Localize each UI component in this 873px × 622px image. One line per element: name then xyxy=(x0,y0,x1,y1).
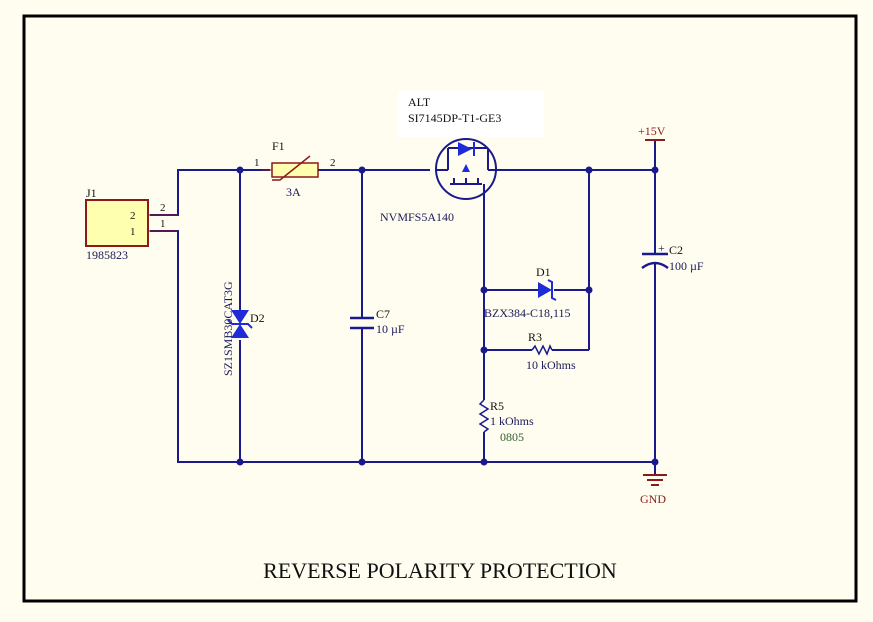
r5-value: 1 kOhms xyxy=(490,414,534,428)
c7-value: 10 µF xyxy=(376,322,405,336)
d1-designator: D1 xyxy=(536,265,551,279)
connector-j1: J1 1985823 2 1 2 1 xyxy=(85,186,178,262)
f1-pin2: 2 xyxy=(330,157,336,169)
capacitor-c2: + C2 100 µF xyxy=(641,241,704,273)
resistor-r3: R3 10 kOhms xyxy=(526,330,576,372)
j1-value: 1985823 xyxy=(86,248,128,262)
j1-pin1-inner: 1 xyxy=(130,226,136,238)
q1-value: NVMFS5A140 xyxy=(380,210,454,224)
j1-pin1-outer: 1 xyxy=(160,218,166,230)
r5-package: 0805 xyxy=(500,430,524,444)
j1-designator: J1 xyxy=(86,186,97,200)
r3-designator: R3 xyxy=(528,330,542,344)
capacitor-c7: C7 10 µF xyxy=(350,307,405,336)
d2-designator: D2 xyxy=(250,311,265,325)
zener-diode-d1: D1 BZX384-C18,115 xyxy=(484,265,571,320)
r3-value: 10 kOhms xyxy=(526,358,576,372)
resistor-r5: R5 1 kOhms 0805 xyxy=(478,399,534,444)
gnd-label: GND xyxy=(640,492,666,506)
j1-pin2-inner: 2 xyxy=(130,210,136,222)
q1-part: SI7145DP-T1-GE3 xyxy=(408,111,501,125)
r5-designator: R5 xyxy=(490,399,504,413)
d2-value: SZ1SMB30CAT3G xyxy=(221,281,235,376)
vplus-label: +15V xyxy=(638,124,666,138)
power-vplus: +15V xyxy=(638,124,666,141)
ground-symbol: GND xyxy=(640,474,667,506)
f1-designator: F1 xyxy=(272,139,285,153)
fuse-f1: F1 3A 1 2 xyxy=(254,139,336,199)
c2-value: 100 µF xyxy=(669,259,704,273)
junctions xyxy=(236,166,659,466)
d1-value: BZX384-C18,115 xyxy=(484,306,571,320)
q1-designator: ALT xyxy=(408,95,431,109)
f1-value: 3A xyxy=(286,185,301,199)
tvs-diode-d2: D2 SZ1SMB30CAT3G xyxy=(221,281,265,376)
mosfet-q1: ALT SI7145DP-T1-GE3 NVMFS5A140 xyxy=(380,91,544,224)
c2-designator: C2 xyxy=(669,243,683,257)
j1-pin2-outer: 2 xyxy=(160,202,166,214)
c7-designator: C7 xyxy=(376,307,390,321)
sheet-title: REVERSE POLARITY PROTECTION xyxy=(263,558,617,583)
c2-polarity: + xyxy=(658,241,665,255)
f1-pin1: 1 xyxy=(254,157,260,169)
